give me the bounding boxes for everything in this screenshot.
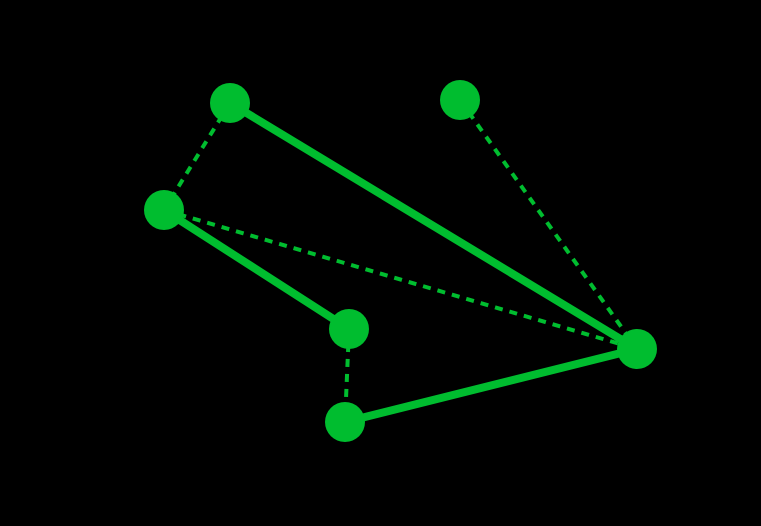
node-n6	[617, 329, 657, 369]
edges-layer	[161, 98, 640, 426]
node-n3	[144, 190, 184, 230]
node-n4	[329, 309, 369, 349]
node-n1	[210, 83, 250, 123]
node-n2	[440, 80, 480, 120]
edge-n3-n4-solid	[161, 206, 352, 333]
nodes-layer	[144, 80, 657, 442]
edge-n3-n6-dashed	[163, 208, 638, 351]
edge-n5-n6-solid	[344, 345, 638, 426]
node-n5	[325, 402, 365, 442]
edge-n1-n6-solid	[227, 99, 640, 353]
edge-n1-n3-dashed	[162, 101, 232, 212]
edge-n2-n6-dashed	[458, 98, 639, 351]
